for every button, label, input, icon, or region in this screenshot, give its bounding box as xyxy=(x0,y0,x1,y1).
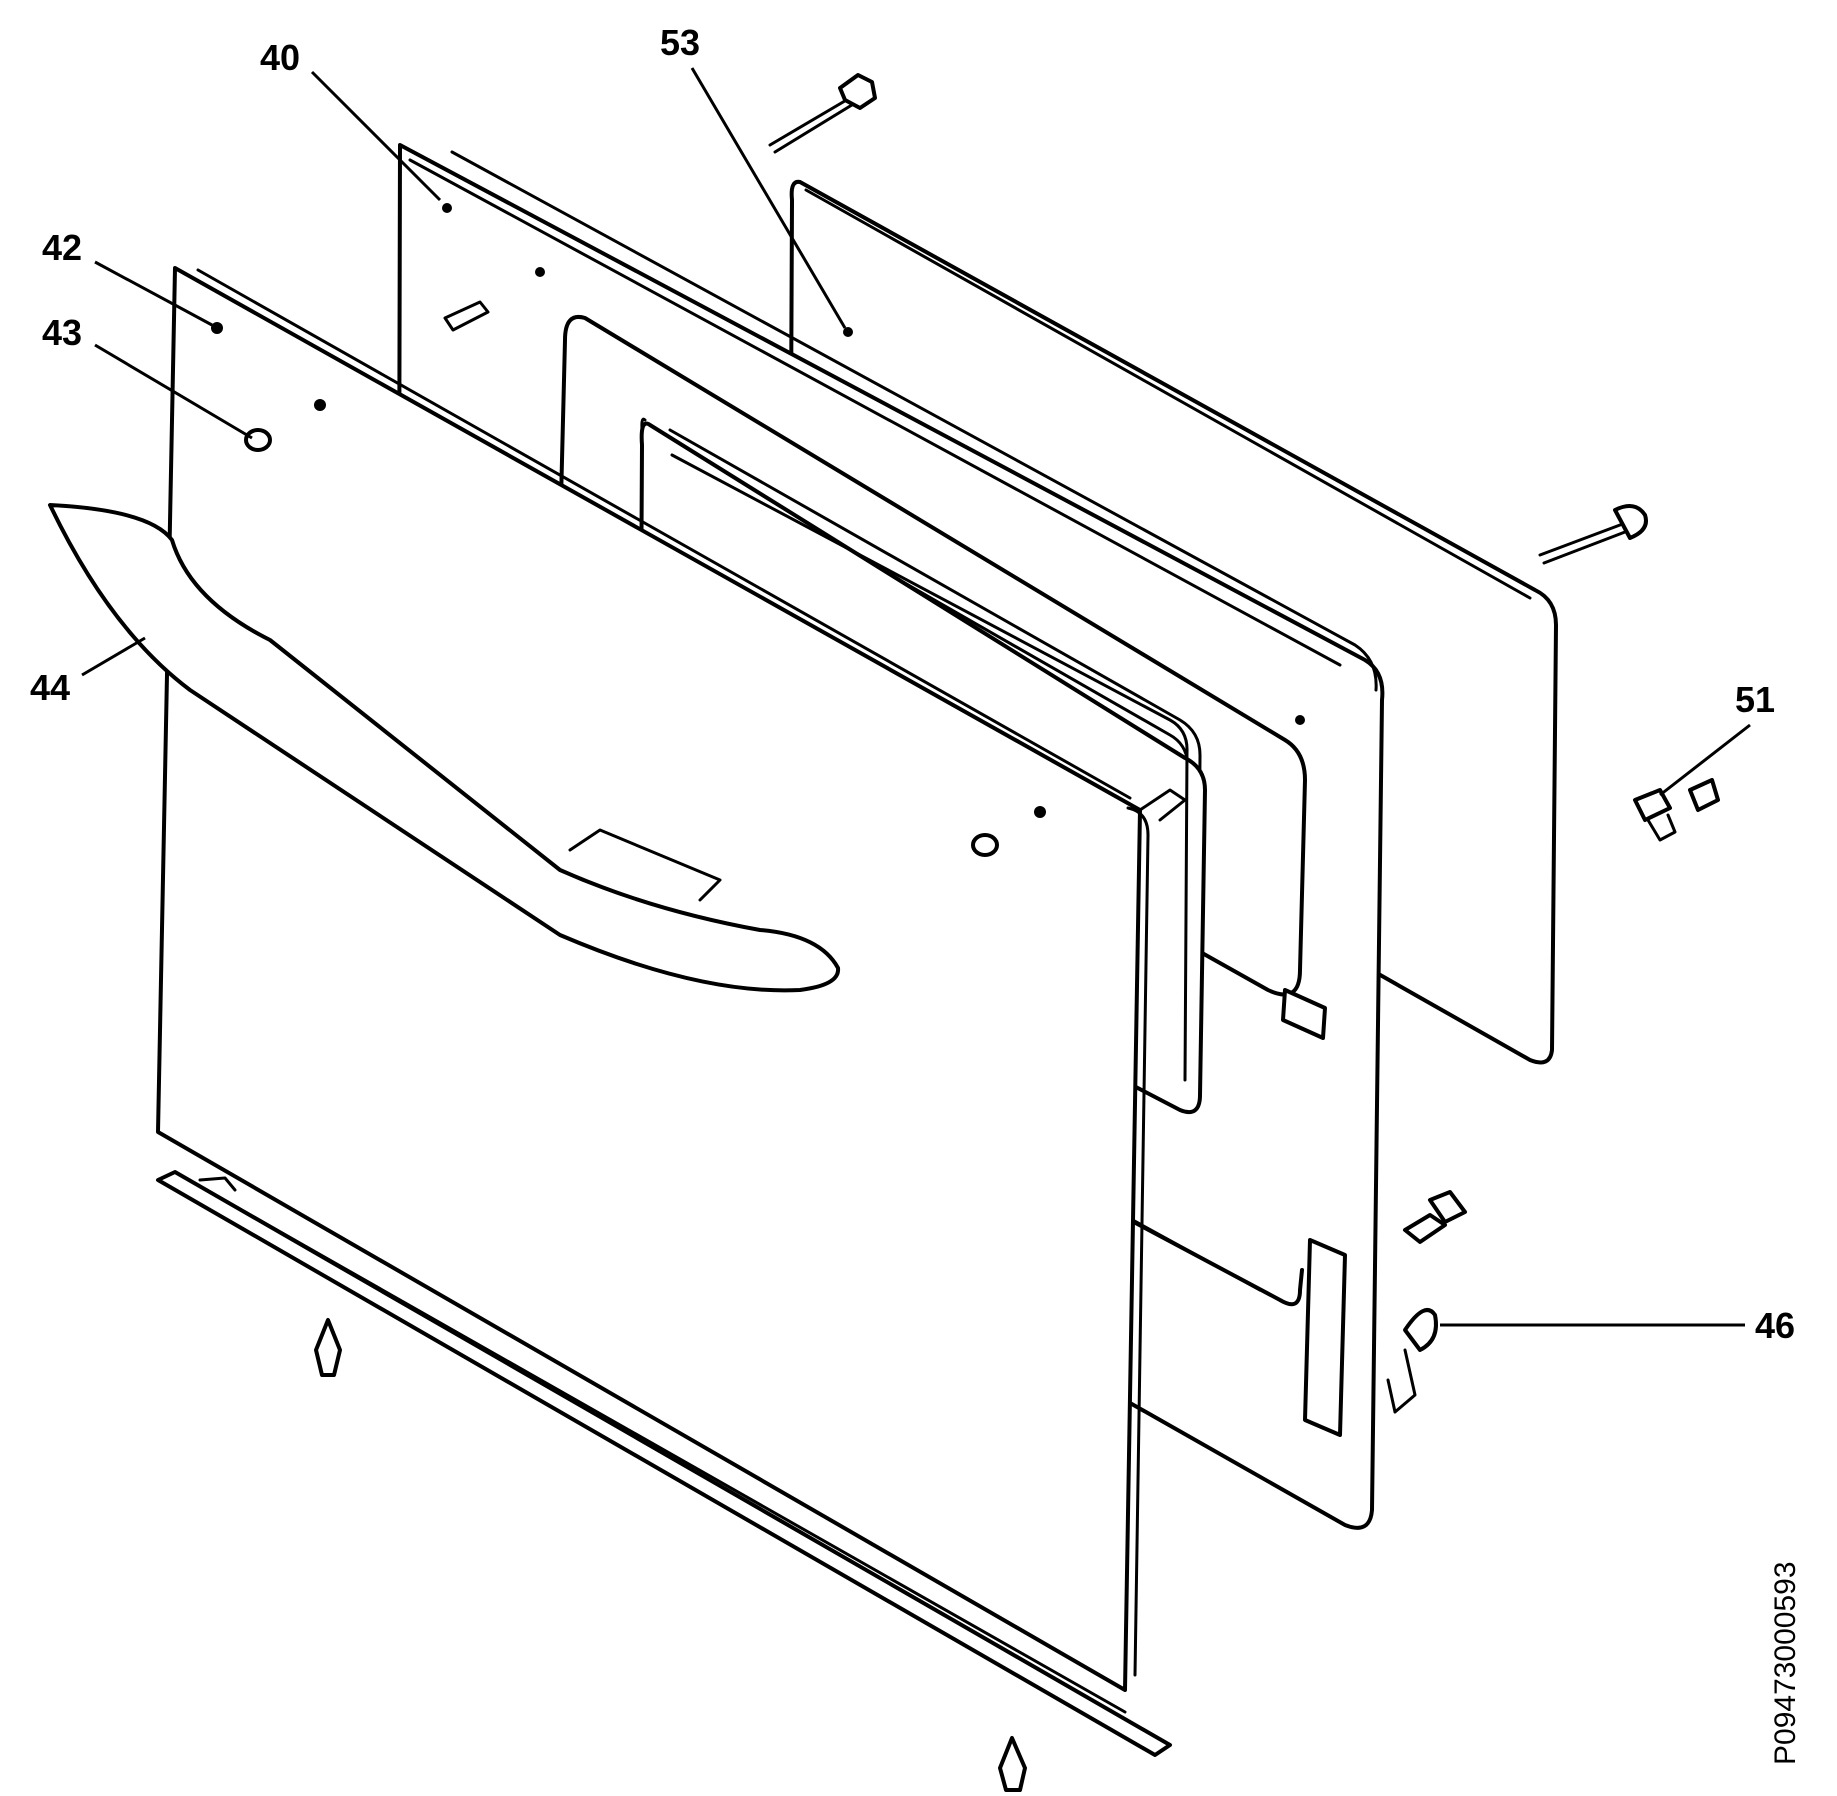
screw-right-panel xyxy=(1538,504,1648,565)
hinge-clip xyxy=(1403,1190,1467,1244)
hinge-46 xyxy=(1386,1308,1438,1414)
callout-42: 42 xyxy=(42,227,82,268)
callout-46: 46 xyxy=(1755,1305,1795,1346)
outer-door-panel xyxy=(156,266,1187,1692)
reference-code: P09473000593 xyxy=(1769,1561,1802,1765)
screw-top-right xyxy=(768,73,877,154)
callout-44: 44 xyxy=(30,667,70,708)
callout-labels: 40 53 42 43 44 51 46 xyxy=(30,22,1795,1346)
callout-40: 40 xyxy=(260,37,300,78)
screw-bottom-right xyxy=(998,1736,1027,1792)
hinge-bolt-51 xyxy=(1633,778,1720,842)
screw-bottom-left xyxy=(314,1318,342,1377)
callout-53: 53 xyxy=(660,22,700,63)
bottom-trim-strip xyxy=(156,1170,1172,1757)
callout-51: 51 xyxy=(1735,679,1775,720)
door-handle xyxy=(48,503,841,993)
leader-lines xyxy=(81,67,1751,1327)
callout-43: 43 xyxy=(42,312,82,353)
